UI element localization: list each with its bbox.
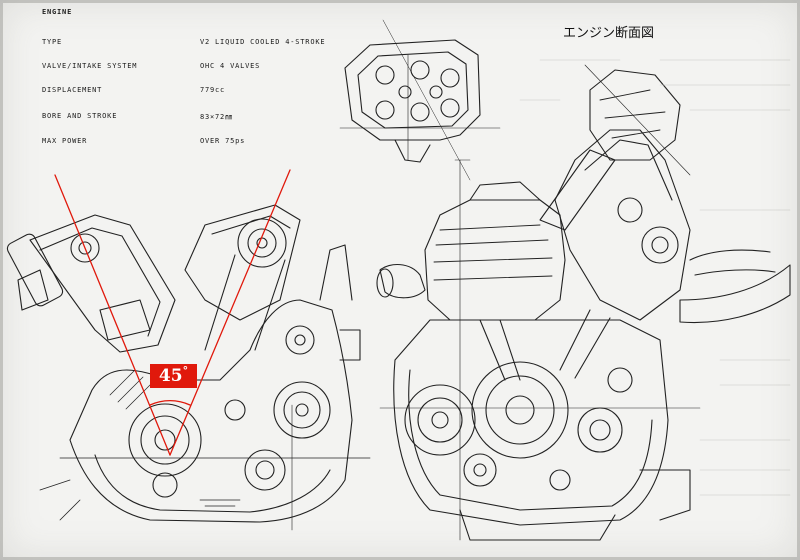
faint-background-text bbox=[519, 59, 791, 496]
right-engine-front-view bbox=[376, 64, 791, 541]
spec-label: TYPE bbox=[42, 38, 63, 46]
angle-unit: ° bbox=[182, 364, 189, 378]
spec-label: BORE AND STROKE bbox=[42, 112, 118, 120]
spec-value: OHC 4 VALVES bbox=[200, 62, 261, 70]
spec-heading: ENGINE bbox=[42, 8, 73, 16]
spec-label: MAX POWER bbox=[42, 137, 88, 145]
spec-value: V2 LIQUID COOLED 4-STROKE bbox=[200, 38, 326, 46]
left-engine-side-view bbox=[6, 204, 371, 531]
diagram-title: エンジン断面図 bbox=[563, 26, 655, 41]
spec-value: 83×72㎜ bbox=[200, 113, 233, 121]
angle-value: 45 bbox=[158, 366, 183, 386]
v-angle-label: 45° bbox=[150, 364, 197, 388]
spec-value: 779cc bbox=[200, 86, 226, 94]
spec-label: VALVE/INTAKE SYSTEM bbox=[42, 62, 138, 70]
spec-value: OVER 75ps bbox=[200, 137, 246, 145]
cylinder-head-top-view bbox=[339, 19, 501, 181]
v-angle-marker-lines bbox=[54, 169, 291, 456]
spec-label: DISPLACEMENT bbox=[42, 86, 103, 94]
